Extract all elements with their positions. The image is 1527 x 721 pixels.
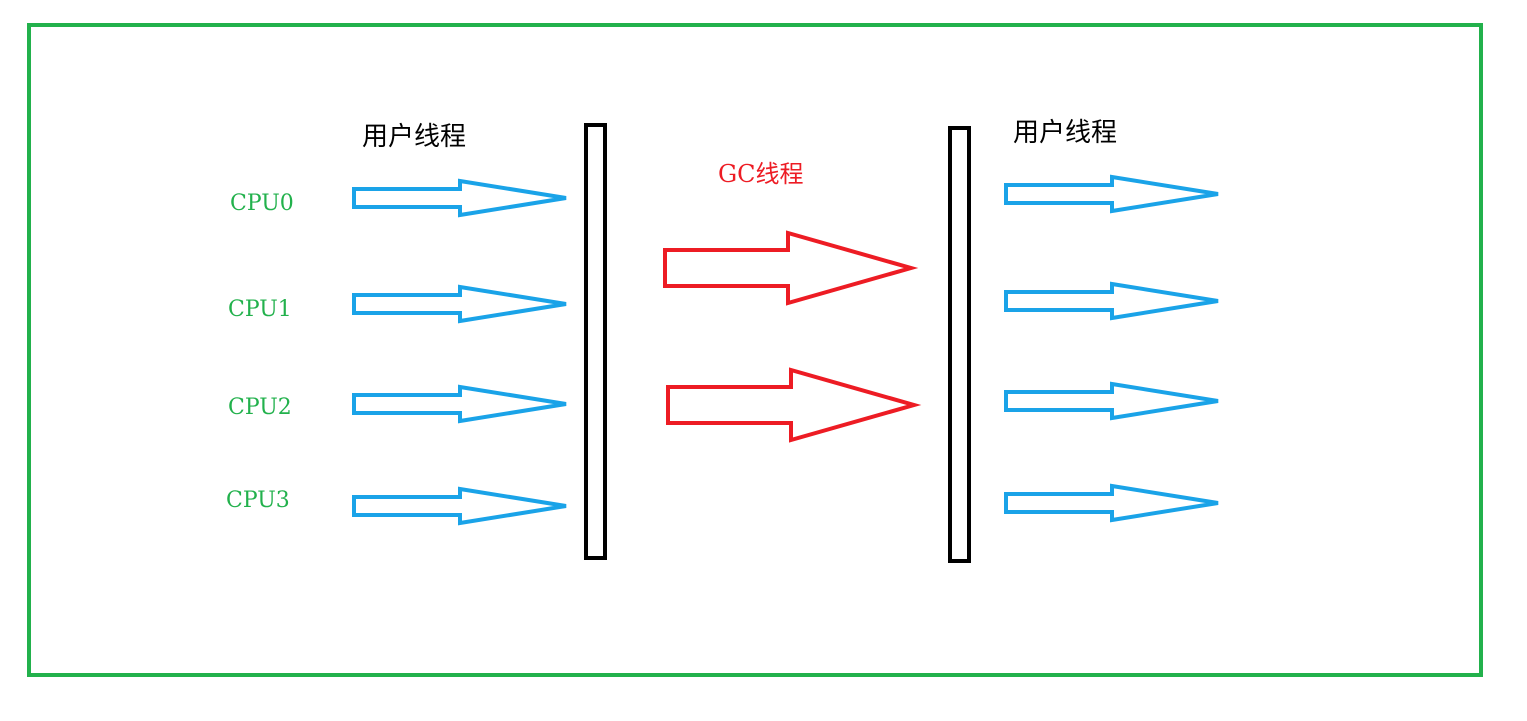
user-thread-arrow	[1004, 381, 1219, 421]
safepoint-barrier-right	[948, 126, 971, 563]
diagram-frame	[27, 23, 1483, 677]
gc-thread-arrows	[663, 230, 922, 443]
user-thread-arrows-after	[1004, 174, 1219, 523]
user-thread-arrows-before	[352, 178, 567, 526]
cpu-label: CPU1	[228, 297, 292, 322]
user-thread-label-right: 用户线程	[1013, 118, 1117, 148]
gc-thread-arrow	[666, 367, 922, 443]
gc-thread-label: GC线程	[718, 160, 804, 188]
user-thread-arrow	[352, 178, 567, 218]
safepoint-barrier-left	[584, 123, 607, 560]
cpu-label: CPU0	[230, 191, 294, 216]
cpu-label: CPU3	[226, 488, 290, 513]
user-thread-arrow	[1004, 281, 1219, 321]
gc-thread-arrow	[663, 230, 919, 306]
user-thread-arrow	[1004, 174, 1219, 214]
user-thread-arrow	[1004, 483, 1219, 523]
user-thread-arrow	[352, 284, 567, 324]
cpu-labels: CPU0 CPU1 CPU2 CPU3	[226, 191, 294, 513]
user-thread-arrow	[352, 384, 567, 424]
user-thread-arrow	[352, 486, 567, 526]
cpu-label: CPU2	[228, 395, 292, 420]
user-thread-label-left: 用户线程	[362, 122, 466, 152]
